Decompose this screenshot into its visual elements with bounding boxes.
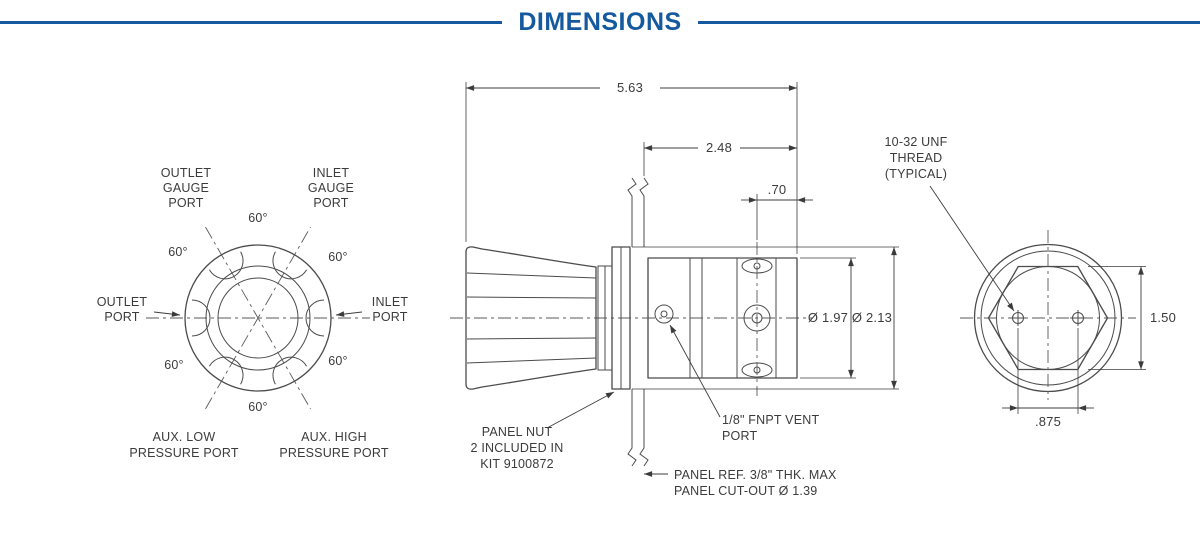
page-title: DIMENSIONS <box>518 8 682 36</box>
rear-outer-circle <box>973 243 1123 393</box>
thread-note-leader <box>929 185 1015 312</box>
rear-extension-lines <box>1017 266 1146 414</box>
inlet-gauge-port-label: PORT <box>313 196 348 210</box>
knob-notch <box>191 299 211 337</box>
inlet-port-leader <box>335 311 363 317</box>
rear-dimension-lines <box>1002 266 1144 411</box>
panel-ref-note: PANEL CUT-OUT Ø 1.39 <box>674 484 817 498</box>
outlet-gauge-port-label: GAUGE <box>163 181 209 195</box>
side-view: 5.63 2.48 .70 Ø 1.97 Ø 2.13 PANEL NUT 2 … <box>450 80 899 498</box>
knob-mid-circle <box>205 265 311 371</box>
outlet-port-leader <box>153 311 181 317</box>
dim-overall-length: 5.63 <box>617 80 643 95</box>
angle-label: 60° <box>328 354 348 368</box>
mounting-hole-right <box>1070 310 1086 326</box>
rear-view: 10-32 UNF THREAD (TYPICAL) .875 1.50 <box>885 135 1176 429</box>
angle-label: 60° <box>328 250 348 264</box>
side-ports <box>741 258 773 378</box>
thread-note: THREAD <box>890 151 943 165</box>
knob-profile <box>465 246 597 390</box>
knob-ribs <box>466 272 597 364</box>
aux-low-pressure-port-label: PRESSURE PORT <box>129 446 239 460</box>
outlet-gauge-port-label: PORT <box>168 196 203 210</box>
mounting-hole-left <box>1010 310 1026 326</box>
vent-port-leader <box>669 324 721 418</box>
hex-inscribed-circle <box>996 266 1100 370</box>
outlet-gauge-port-label: OUTLET <box>161 166 212 180</box>
dim-port-offset: .70 <box>768 182 787 197</box>
outlet-port-label: PORT <box>104 310 139 324</box>
inlet-port-label: PORT <box>372 310 407 324</box>
knob-inner-circle <box>217 277 299 359</box>
page-header: DIMENSIONS <box>0 8 1200 37</box>
angle-label: 60° <box>248 211 268 225</box>
outlet-port-label: OUTLET <box>97 295 148 309</box>
body-detail-lines <box>689 258 777 378</box>
front-view: OUTLET GAUGE PORT INLET GAUGE PORT OUTLE… <box>97 166 409 460</box>
panel-nut-note: KIT 9100872 <box>480 457 554 471</box>
regulator-body <box>647 257 798 379</box>
knob-notch <box>208 251 244 280</box>
panel-ref-note: PANEL REF. 3/8" THK. MAX <box>674 468 837 482</box>
vent-port-hole-center <box>660 310 668 318</box>
header-rule-left <box>0 21 503 24</box>
dim-body-length: 2.48 <box>706 140 732 155</box>
inlet-port-label: INLET <box>372 295 409 309</box>
vent-port-note: 1/8" FNPT VENT <box>722 413 819 427</box>
aux-high-pressure-port-label: AUX. HIGH <box>301 430 367 444</box>
panel-nut-note: 2 INCLUDED IN <box>471 441 564 455</box>
dim-across-flats: 1.50 <box>1150 310 1176 325</box>
angle-label: 60° <box>168 245 188 259</box>
inlet-gauge-port-label: INLET <box>313 166 350 180</box>
aux-low-pressure-port-label: AUX. LOW <box>153 430 216 444</box>
knob-outer-circle <box>184 244 332 392</box>
header-rule-right <box>697 21 1200 24</box>
vent-port-note: PORT <box>722 429 757 443</box>
knob-notch <box>208 356 244 385</box>
side-extension-lines <box>465 82 899 390</box>
side-dimension-lines <box>466 85 897 389</box>
panel-nut-note: PANEL NUT <box>482 425 553 439</box>
aux-high-pressure-port-label: PRESSURE PORT <box>279 446 389 460</box>
dim-hole-spacing: .875 <box>1035 414 1061 429</box>
knob-notch <box>305 299 325 337</box>
dim-body-diameter: Ø 1.97 <box>808 310 848 325</box>
dim-flange-diameter: Ø 2.13 <box>852 310 892 325</box>
knob-notch <box>272 356 308 385</box>
knob-notch <box>272 251 308 280</box>
thread-note: 10-32 UNF <box>885 135 948 149</box>
thread-note: (TYPICAL) <box>885 167 947 181</box>
vent-port-hole <box>654 304 674 324</box>
front-center-lines <box>146 226 370 410</box>
panel-break-lines <box>627 177 649 467</box>
angle-label: 60° <box>248 400 268 414</box>
panel-nut-leader <box>546 391 615 429</box>
rear-thread-circle <box>980 250 1116 386</box>
angle-label: 60° <box>164 358 184 372</box>
knob-grip-notches <box>191 251 325 385</box>
inlet-gauge-port-label: GAUGE <box>308 181 354 195</box>
